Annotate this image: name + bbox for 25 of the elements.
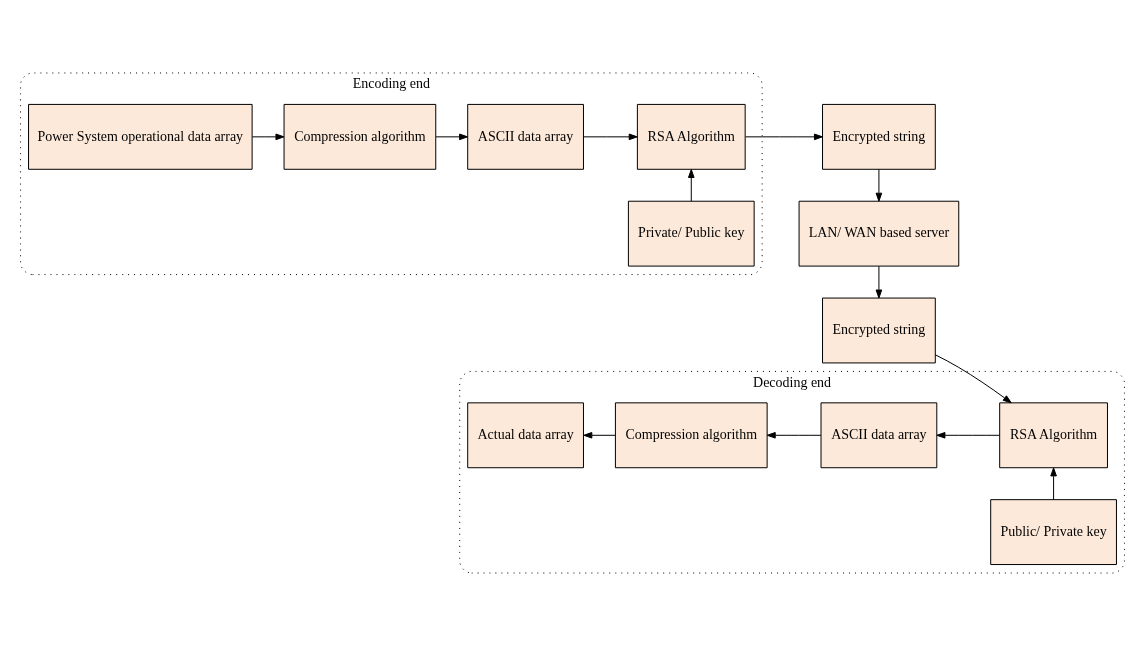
node-box: Encrypted string <box>822 103 936 170</box>
node-box: RSA Algorithm <box>636 103 746 170</box>
node-box: RSA Algorithm <box>999 401 1108 468</box>
arrow <box>936 431 1000 439</box>
arrow <box>766 431 822 439</box>
node-box: Compression algorithm <box>614 401 768 468</box>
node-box: Encrypted string <box>822 297 936 363</box>
node-box: Public/ Private key <box>990 498 1117 565</box>
arrow <box>875 168 883 202</box>
node-box: Private/ Public key <box>627 200 755 267</box>
arrow <box>1050 466 1057 500</box>
node-box: Compression algorithm <box>283 103 437 170</box>
node-box: ASCII data array <box>820 401 938 468</box>
arrow <box>251 133 285 140</box>
arrow <box>583 431 616 439</box>
arrow <box>583 133 638 140</box>
arrow <box>435 133 469 140</box>
arrow <box>688 168 695 202</box>
arrow <box>744 133 823 140</box>
node-box: Power System operational data array <box>28 103 253 170</box>
arrow <box>875 265 883 298</box>
node-box: ASCII data array <box>467 103 584 170</box>
node-box: Actual data array <box>467 401 584 468</box>
arrow <box>934 353 1012 403</box>
node-box: LAN/ WAN based server <box>798 200 960 267</box>
